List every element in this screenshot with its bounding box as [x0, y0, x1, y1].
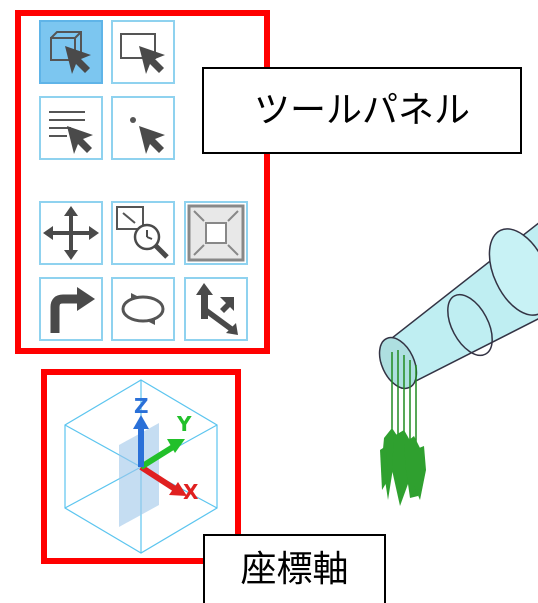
pan-icon: [43, 206, 99, 260]
tool-panel-highlight: [15, 10, 270, 354]
axis-y-arrow: [139, 439, 185, 470]
model-viewport[interactable]: [370, 200, 538, 520]
axis-highlight: [41, 369, 241, 564]
axis-z-arrow: [133, 415, 149, 467]
nozzle-model: [378, 222, 538, 506]
turn-arrow-button[interactable]: [39, 277, 103, 341]
zoom-fit-icon: [187, 204, 245, 262]
spray-particles: [380, 428, 426, 506]
axis-label-x: X: [183, 480, 199, 504]
axis-swap-icon: [196, 283, 238, 335]
select-point-icon: [130, 117, 165, 154]
rotate-icon: [121, 293, 165, 325]
axis-callout: 座標軸: [203, 534, 386, 603]
select-box-button[interactable]: [111, 20, 175, 84]
zoom-area-icon: [116, 206, 169, 259]
axis-label-z: Z: [134, 394, 149, 418]
select-box-3d-icon: [50, 31, 91, 74]
select-box-icon: [120, 33, 165, 74]
tool-panel-callout: ツールパネル: [202, 67, 522, 154]
zoom-area-button[interactable]: [111, 201, 175, 265]
axis-gizmo[interactable]: Z Y X: [47, 375, 235, 558]
select-list-button[interactable]: [39, 96, 103, 160]
rotate-button[interactable]: [111, 277, 175, 341]
axis-swap-button[interactable]: [184, 277, 248, 341]
select-list-icon: [49, 111, 93, 154]
zoom-fit-button[interactable]: [184, 201, 248, 265]
turn-arrow-icon: [50, 287, 95, 333]
axis-label-y: Y: [176, 412, 192, 436]
select-box-3d-button[interactable]: [39, 20, 103, 84]
axis-x-arrow: [139, 464, 187, 496]
select-point-button[interactable]: [111, 96, 175, 160]
axis-plane: [119, 423, 159, 527]
pan-button[interactable]: [39, 201, 103, 265]
